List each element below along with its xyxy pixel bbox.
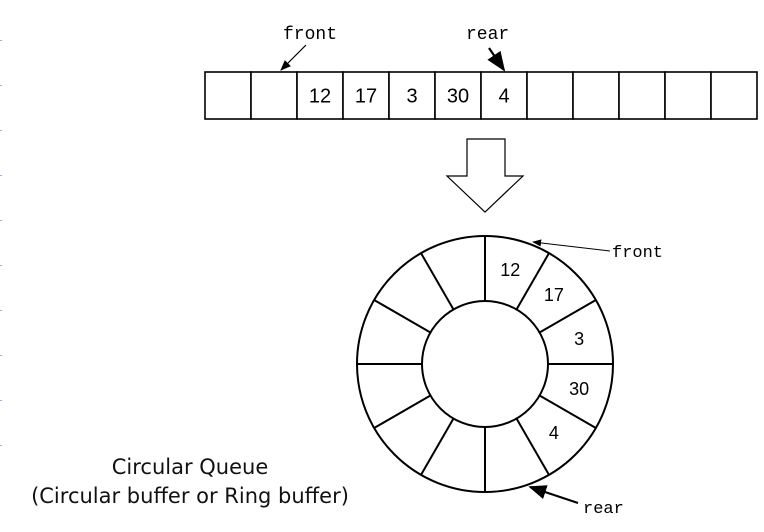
linear-cell-value: 30 — [447, 86, 469, 108]
linear-cell — [204, 71, 252, 120]
linear-cell-box — [388, 71, 436, 120]
linear-cell-value: 12 — [309, 86, 331, 108]
linear-cell — [526, 71, 574, 120]
caption-subtitle: (Circular buffer or Ring buffer) — [31, 484, 349, 508]
ring-divider — [539, 394, 597, 429]
linear-cell: 12 — [296, 71, 344, 120]
linear-cell: 4 — [480, 71, 528, 120]
ring-divider — [420, 252, 455, 310]
linear-cell-box — [618, 71, 666, 120]
linear-cell-box — [710, 71, 758, 120]
linear-rear-label: rear — [466, 25, 509, 45]
ring-cell-value: 12 — [500, 260, 520, 280]
margin-mark — [0, 220, 2, 221]
ring-cell-value: 4 — [549, 423, 559, 443]
linear-cell-value: 17 — [355, 86, 377, 108]
linear-cell-box — [572, 71, 620, 120]
linear-cell-box — [526, 71, 574, 120]
linear-cell-value: 4 — [498, 86, 509, 108]
linear-cell: 30 — [434, 71, 482, 120]
ring-divider — [539, 299, 597, 334]
margin-mark — [0, 85, 2, 86]
linear-cell-box — [296, 71, 344, 120]
margin-mark — [0, 355, 2, 356]
margin-mark — [0, 400, 2, 401]
linear-cell: 3 — [388, 71, 436, 120]
down-arrow — [445, 138, 525, 213]
linear-cell — [618, 71, 666, 120]
linear-cell — [250, 71, 298, 120]
ring-divider — [373, 299, 431, 334]
linear-cell-box — [342, 71, 390, 120]
margin-mark — [0, 445, 2, 446]
caption-title: Circular Queue — [111, 455, 269, 479]
margin-mark — [0, 175, 2, 176]
ring-divider — [420, 418, 455, 476]
linear-cell — [572, 71, 620, 120]
ring-rear-label: rear — [583, 500, 624, 519]
linear-front-arrow — [280, 44, 307, 71]
ring-divider — [515, 252, 550, 310]
linear-cell-box — [250, 71, 298, 120]
margin-mark — [0, 130, 2, 131]
ring-cell-value: 30 — [569, 379, 589, 399]
ring-cell-value: 3 — [574, 329, 584, 349]
ring-divider — [515, 418, 550, 476]
ring-buffer: 12 17 3 30 4 — [356, 235, 614, 493]
linear-queue-array: 12 17 3 30 4 — [204, 71, 758, 120]
linear-front-label: front — [283, 25, 337, 45]
ring-inner — [421, 300, 549, 428]
linear-cell-box — [664, 71, 712, 120]
ring-front-label: front — [612, 244, 663, 263]
linear-rear-arrow — [487, 47, 506, 72]
linear-cell — [710, 71, 758, 120]
ring-front-arrow — [532, 239, 611, 252]
linear-cell: 17 — [342, 71, 390, 120]
ring-divider — [373, 394, 431, 429]
linear-cell-box — [204, 71, 252, 120]
ring-cell-value: 17 — [544, 285, 564, 305]
margin-mark — [0, 310, 2, 311]
margin-mark — [0, 40, 2, 41]
linear-cell-value: 3 — [406, 86, 417, 108]
ring-rear-arrow — [528, 485, 579, 504]
linear-cell-box — [480, 71, 528, 120]
margin-mark — [0, 265, 2, 266]
linear-cell — [664, 71, 712, 120]
